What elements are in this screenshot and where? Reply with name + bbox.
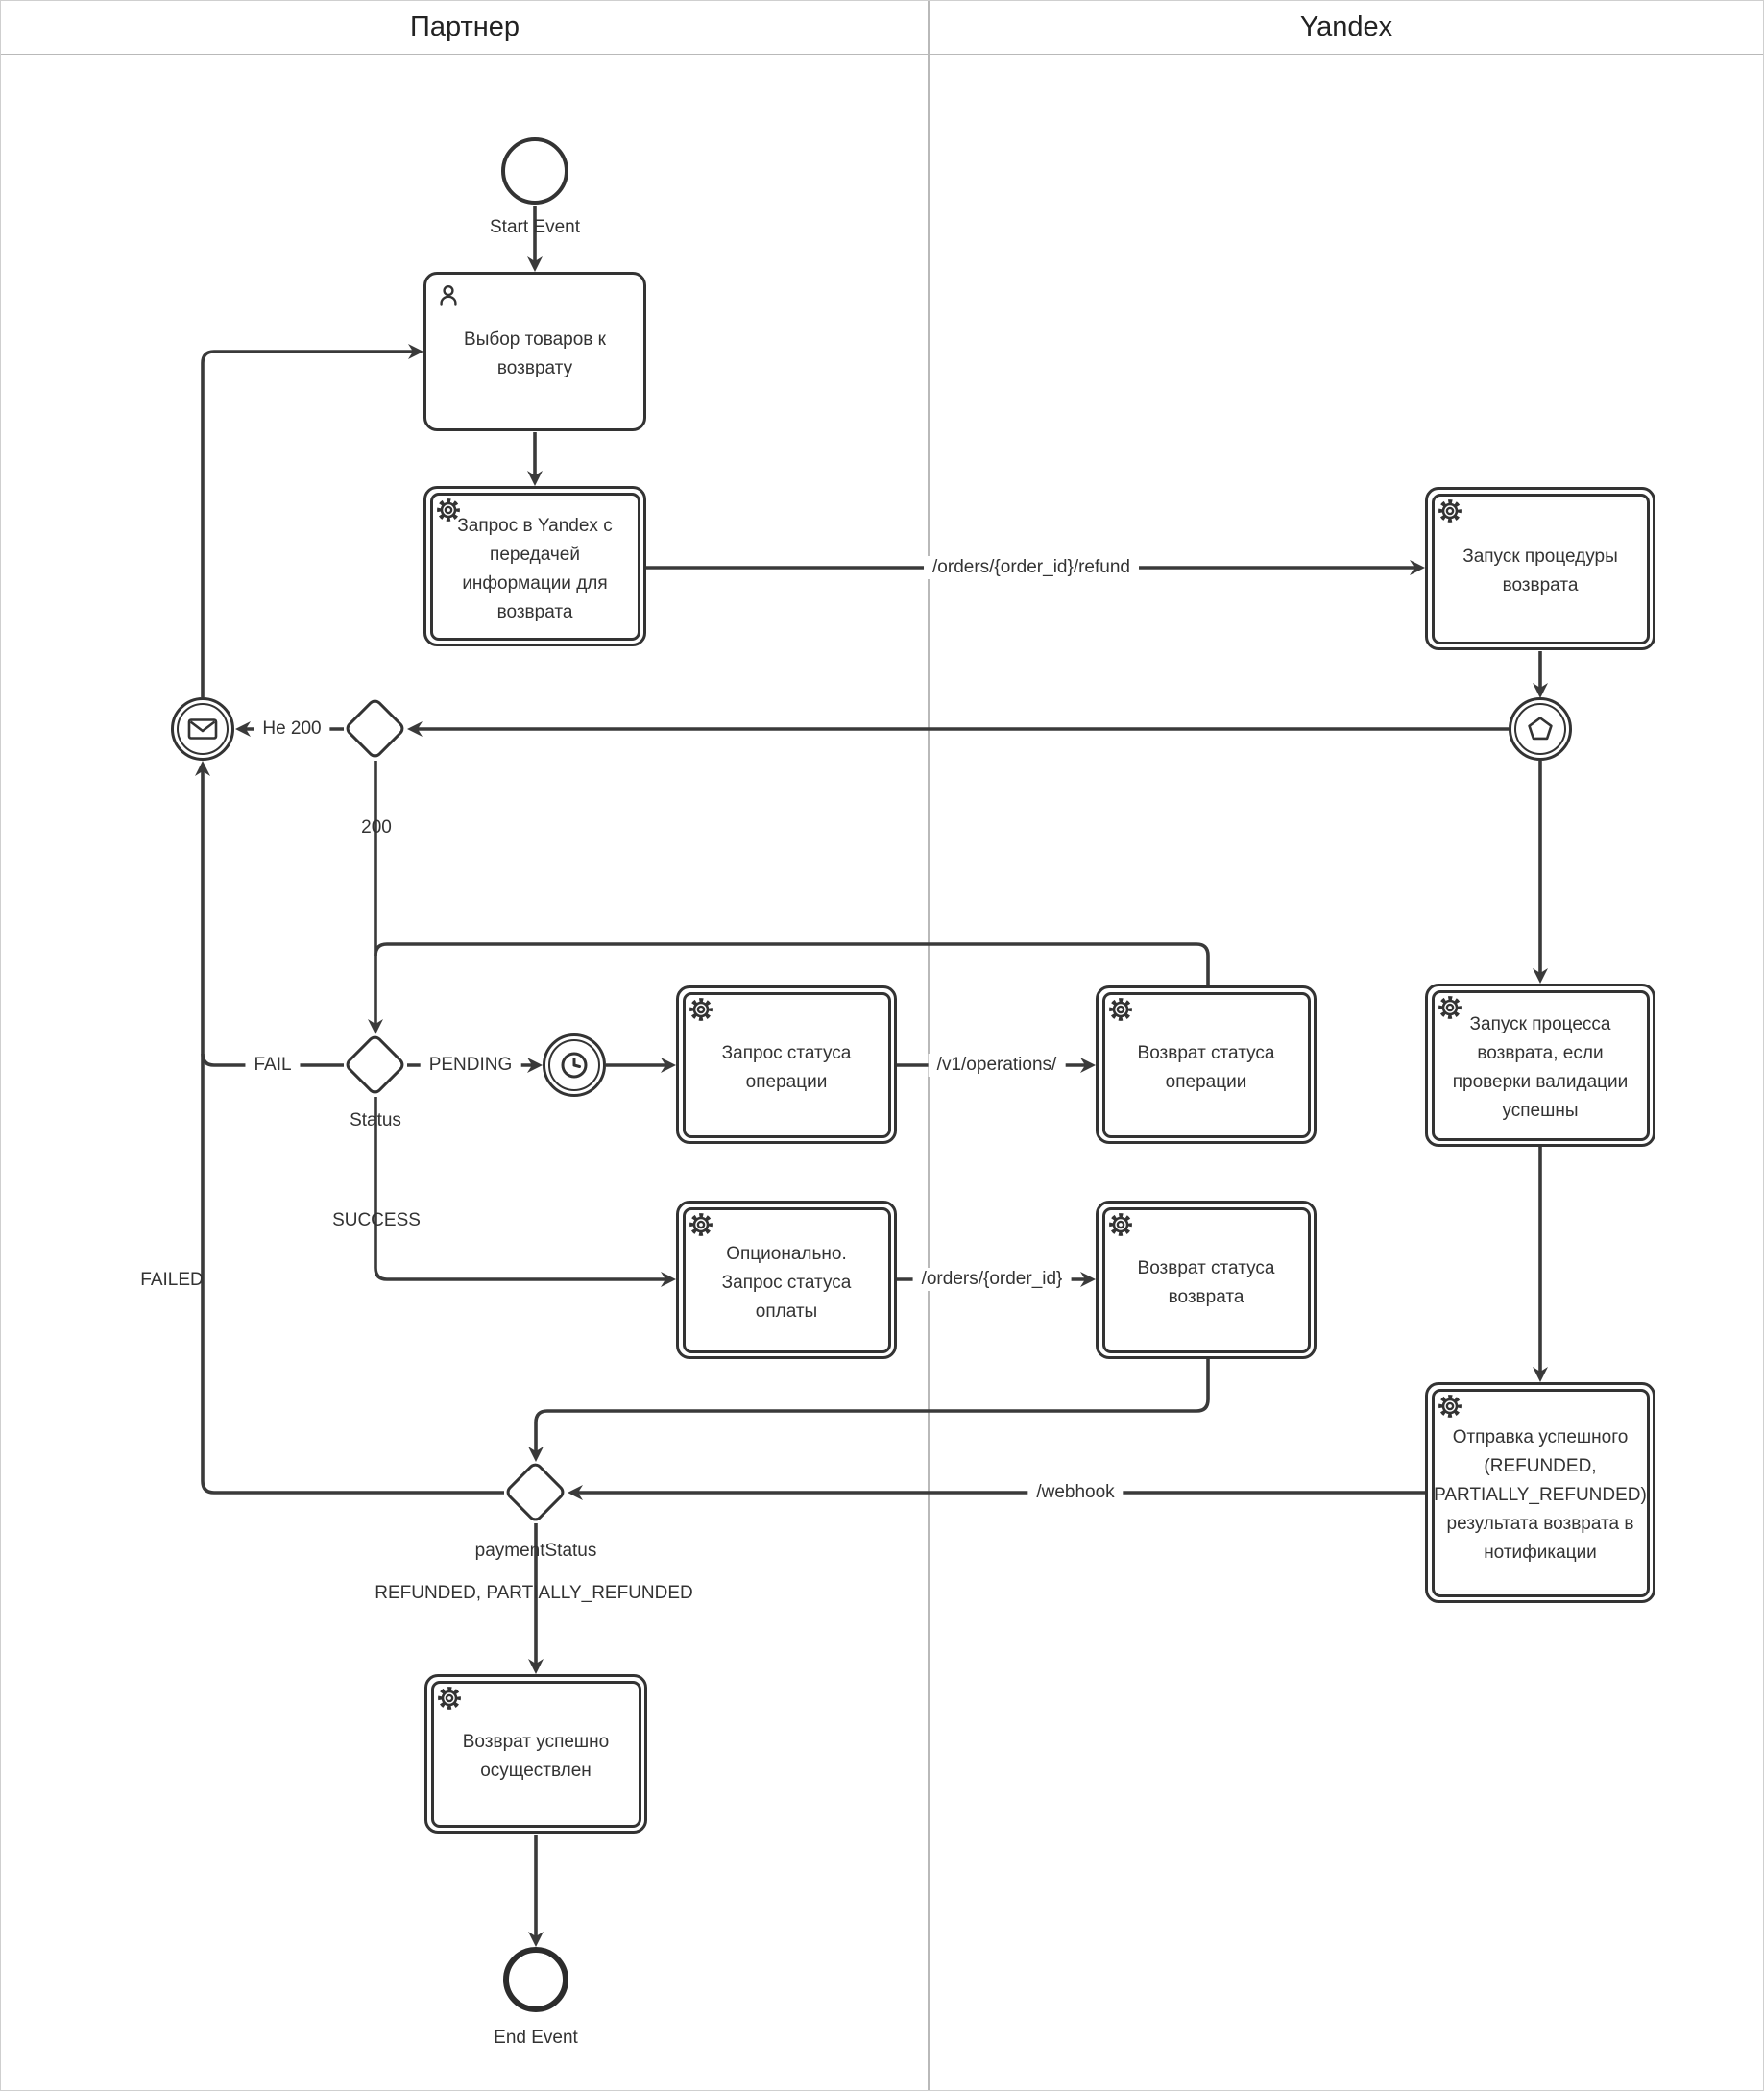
end-event-label: End Event [494,2028,578,2048]
edge-label-orders-endpoint: /orders/{order_id} [912,1268,1072,1291]
task-send-success-result: Отправка успешного (REFUNDED, PARTIALLY_… [1425,1382,1655,1603]
flow-failed-vertical-to-message [195,761,210,1481]
lane-header-partner: Партнер [1,1,929,55]
edge-label-not-200: Не 200 [254,717,330,741]
multiple-intermediate-event [1509,697,1572,761]
edge-label-fail: FAIL [245,1054,301,1077]
task-launch-refund-procedure-label: Запуск процедуры возврата [1462,547,1618,596]
lane-title-yandex: Yandex [1299,12,1393,42]
edge-label-operations-endpoint: /v1/operations/ [928,1054,1066,1077]
gateway-payment-status-label: paymentStatus [474,1541,597,1561]
task-request-operation-status-label: Запрос статуса операции [721,1042,852,1092]
task-optional-payment-status-label: Опционально. Запрос статуса оплаты [721,1243,852,1322]
flow-multiple-event-to-process [1533,761,1548,984]
edge-label-failed: FAILED [140,1270,204,1290]
edge-label-refunded-values: REFUNDED, PARTIALLY_REFUNDED [375,1583,693,1603]
gear-icon [1438,498,1462,528]
task-request-operation-status: Запрос статуса операции [676,985,897,1144]
gear-icon [1108,1212,1133,1242]
clock-icon [558,1049,591,1082]
gateway-status-label: Status [350,1110,401,1131]
message-intermediate-event [171,697,234,761]
task-send-success-result-label: Отправка успешного (REFUNDED, PARTIALLY_… [1434,1427,1647,1563]
task-return-operation-status-label: Возврат статуса операции [1137,1042,1275,1092]
task-launch-refund-procedure: Запуск процедуры возврата [1425,487,1655,650]
flow-process-to-send-result [1533,1147,1548,1382]
gear-icon [436,498,461,527]
edge-label-pending: PENDING [420,1054,521,1077]
envelope-icon [187,717,218,741]
start-event [501,137,568,205]
flow-launch-to-multiple-event [1533,651,1548,698]
start-event-label: Start Event [490,217,580,237]
flow-select-to-request [527,432,543,486]
task-refund-done: Возврат успешно осуществлен [424,1674,647,1834]
gear-icon [689,997,713,1027]
flow-message-loop-to-select [201,344,423,697]
pentagon-icon [1526,715,1555,743]
task-launch-refund-process-label: Запуск процесса возврата, если проверки … [1452,1014,1629,1121]
timer-intermediate-event [543,1033,606,1097]
flow-status-success-to-optional [374,1097,676,1287]
task-request-refund: Запрос в Yandex с передачей информации д… [423,486,646,646]
flow-start-to-select [527,206,543,272]
flow-gateway1-to-status-gateway [368,761,383,1034]
task-refund-done-label: Возврат успешно осуществлен [462,1732,610,1781]
edge-label-success: SUCCESS [332,1210,421,1230]
task-return-refund-status-label: Возврат статуса возврата [1137,1257,1275,1307]
task-request-refund-label: Запрос в Yandex с передачей информации д… [457,515,613,622]
lane-title-partner: Партнер [409,12,520,42]
flow-multiple-event-to-gateway1 [407,721,1509,737]
task-return-refund-status: Возврат статуса возврата [1096,1201,1317,1359]
gear-icon [1438,995,1462,1025]
flow-return-operation-status-back [374,942,1210,985]
gear-icon [1108,997,1133,1027]
task-select-items-label: Выбор товаров к возврату [464,329,606,378]
gear-icon [689,1212,713,1242]
lane-header-yandex: Yandex [929,1,1763,55]
lane-divider [928,1,930,2090]
flow-done-to-end [528,1835,544,1947]
edge-label-200: 200 [361,817,392,838]
flow-timer-to-request-operation [606,1058,676,1073]
flow-payment-failed-left [201,1480,504,1495]
user-icon [436,283,461,313]
task-return-operation-status: Возврат статуса операции [1096,985,1317,1144]
task-optional-payment-status: Опционально. Запрос статуса оплаты [676,1201,897,1359]
flow-payment-gateway-to-done [528,1523,544,1674]
edge-label-webhook: /webhook [1027,1481,1124,1504]
gear-icon [437,1686,462,1715]
gear-icon [1438,1394,1462,1423]
end-event [503,1947,568,2012]
flow-webhook-to-payment-gateway [568,1485,1425,1500]
task-launch-refund-process: Запуск процесса возврата, если проверки … [1425,984,1655,1147]
flow-return-refund-status-to-payment-gateway [528,1359,1210,1462]
task-select-items: Выбор товаров к возврату [423,272,646,431]
edge-label-refund-endpoint: /orders/{order_id}/refund [924,556,1139,579]
